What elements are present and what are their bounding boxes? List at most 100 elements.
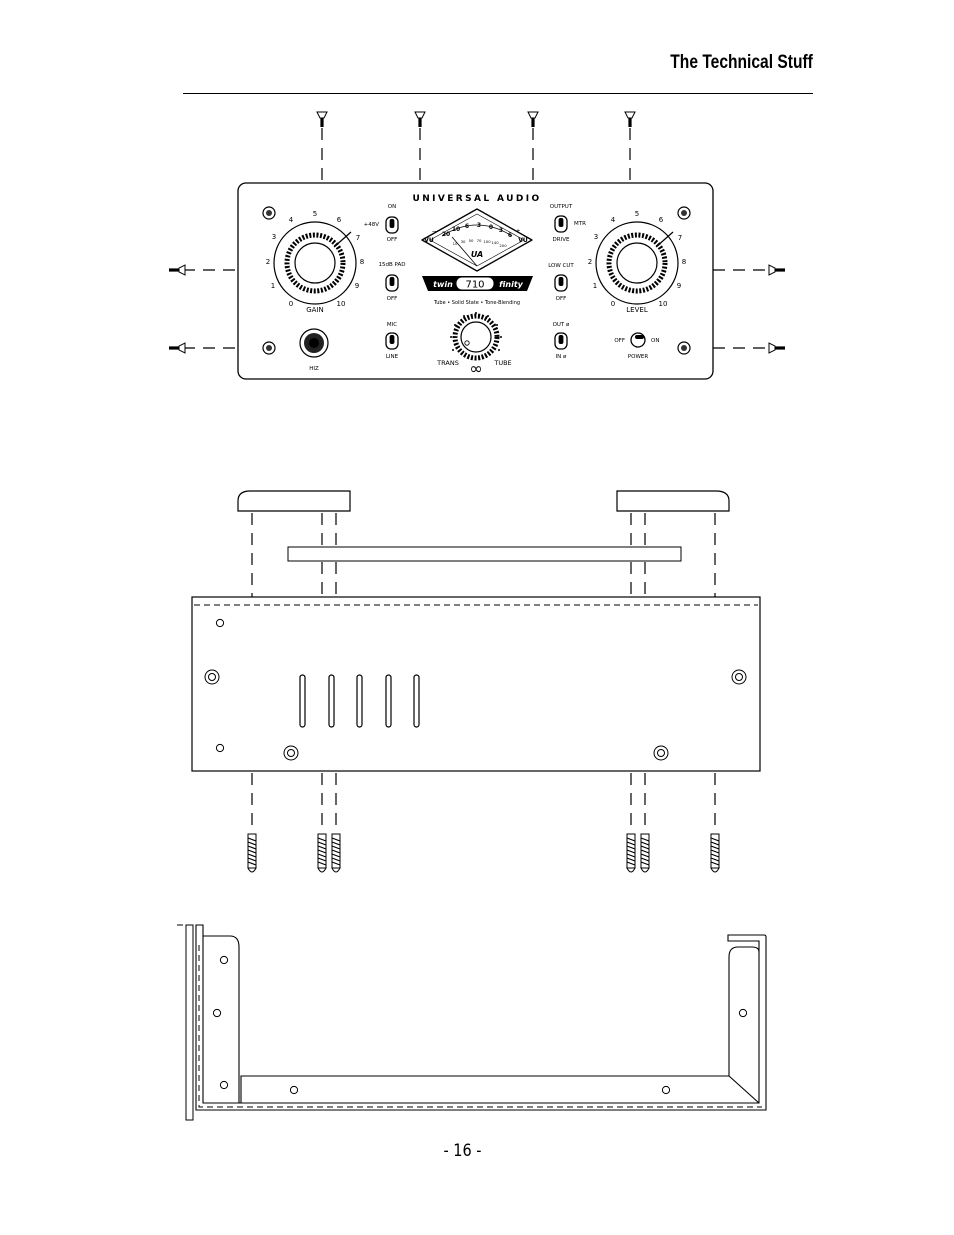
rack-hole <box>677 206 691 220</box>
header-rule <box>183 93 813 94</box>
svg-text:3: 3 <box>272 233 276 241</box>
svg-text:1: 1 <box>271 282 275 290</box>
rack-hole <box>262 206 276 220</box>
svg-text:6: 6 <box>465 223 469 230</box>
svg-text:1: 1 <box>593 282 597 290</box>
gain-scale: 0 1 2 3 4 5 6 7 8 9 10 <box>266 210 364 308</box>
svg-text:50: 50 <box>469 238 474 243</box>
svg-text:10: 10 <box>453 241 458 246</box>
svg-text:9: 9 <box>355 282 359 290</box>
power-label: POWER <box>628 354 649 360</box>
phantom-off-label: OFF <box>387 237 398 243</box>
name-left: twin <box>433 280 453 289</box>
svg-text:+: + <box>515 228 520 235</box>
tagline: Tube • Solid State • Tone-Blending <box>433 300 520 306</box>
svg-text:3: 3 <box>594 233 598 241</box>
vu-left-label: VU <box>424 237 434 244</box>
side-screw <box>168 264 186 276</box>
lowcut-off-label: OFF <box>556 296 567 302</box>
hiz-label: HIZ <box>309 366 319 372</box>
chassis-side-view <box>177 924 767 1121</box>
svg-text:0: 0 <box>489 224 493 231</box>
page-header-title: The Technical Stuff <box>670 52 813 73</box>
svg-text:6: 6 <box>659 216 664 224</box>
svg-text:10: 10 <box>659 300 668 308</box>
svg-text:−: − <box>431 228 436 235</box>
front-screw <box>414 111 426 128</box>
svg-text:200: 200 <box>499 243 507 248</box>
front-screw <box>624 111 636 128</box>
svg-text:6: 6 <box>337 216 342 224</box>
rack-ears <box>237 490 730 512</box>
cover-screws <box>247 833 720 873</box>
svg-text:8: 8 <box>360 258 364 266</box>
hiz-input-jack[interactable] <box>299 328 329 358</box>
svg-text:5: 5 <box>635 210 639 218</box>
vent-slots <box>299 674 420 728</box>
svg-text:5: 5 <box>313 210 317 218</box>
mtr-label: MTR <box>574 221 586 227</box>
ua-logo: UA <box>471 250 483 259</box>
svg-text:6: 6 <box>508 232 512 239</box>
front-panel-screws <box>168 111 786 354</box>
chassis-cover <box>191 596 761 772</box>
phase-in-label: IN ø <box>556 354 567 360</box>
svg-text:140: 140 <box>491 240 499 245</box>
svg-text:7: 7 <box>356 234 360 242</box>
mic-line-switch[interactable] <box>385 332 399 350</box>
side-screw <box>768 342 786 354</box>
svg-text:3: 3 <box>499 227 503 234</box>
side-screw <box>768 264 786 276</box>
svg-text:2: 2 <box>588 258 592 266</box>
power-off-label: OFF <box>614 338 625 344</box>
gain-label: GAIN <box>306 306 324 314</box>
phase-switch[interactable] <box>554 332 568 350</box>
svg-text:10: 10 <box>337 300 346 308</box>
svg-text:2: 2 <box>266 258 270 266</box>
name-right: finity <box>499 280 524 289</box>
output-label: OUTPUT <box>550 204 573 210</box>
phase-out-label: OUT ø <box>553 322 570 328</box>
meter-switch[interactable] <box>554 215 568 233</box>
blend-knob[interactable] <box>450 312 502 361</box>
svg-text:7: 7 <box>678 234 682 242</box>
mic-label: MIC <box>387 322 397 328</box>
pad-off-label: OFF <box>387 296 398 302</box>
level-scale: 0 1 2 3 4 5 6 7 8 9 10 <box>588 210 686 308</box>
front-screw <box>316 111 328 128</box>
name-plate: 710 twin finity <box>422 276 533 291</box>
svg-text:0: 0 <box>289 300 293 308</box>
phantom-switch[interactable] <box>385 216 399 234</box>
svg-text:10: 10 <box>452 226 460 233</box>
svg-text:3: 3 <box>477 222 481 229</box>
phantom-on-label: ON <box>388 204 396 210</box>
svg-text:4: 4 <box>289 216 294 224</box>
gain-knob[interactable] <box>273 221 357 305</box>
rack-hole <box>677 341 691 355</box>
line-label: LINE <box>386 354 399 360</box>
level-label: LEVEL <box>626 306 648 314</box>
svg-text:0: 0 <box>611 300 615 308</box>
drive-label: DRIVE <box>553 237 570 243</box>
blend-right-label: TUBE <box>493 359 511 367</box>
svg-text:100: 100 <box>483 239 491 244</box>
phantom-label: +48V <box>364 222 380 228</box>
blend-left-label: TRANS <box>436 359 459 367</box>
brand-label: UNIVERSAL AUDIO <box>412 194 541 204</box>
svg-text:4: 4 <box>611 216 616 224</box>
svg-text:70: 70 <box>477 238 482 243</box>
power-on-label: ON <box>651 338 659 344</box>
svg-text:30: 30 <box>461 239 466 244</box>
svg-text:20: 20 <box>442 231 450 238</box>
pad-label: 15dB PAD <box>379 262 406 268</box>
lowcut-label: LOW CUT <box>548 263 574 269</box>
lowcut-switch[interactable] <box>554 274 568 292</box>
svg-text:8: 8 <box>682 258 686 266</box>
level-knob[interactable] <box>595 221 679 305</box>
pad-switch[interactable] <box>385 274 399 292</box>
front-screw <box>527 111 539 128</box>
front-panel: UNIVERSAL AUDIO 0 1 2 3 4 5 6 7 8 9 10 G… <box>237 182 714 380</box>
vu-meter: 20 10 6 3 0 3 6 10 30 50 70 100 140 200 … <box>421 208 533 272</box>
power-switch[interactable] <box>630 332 646 348</box>
